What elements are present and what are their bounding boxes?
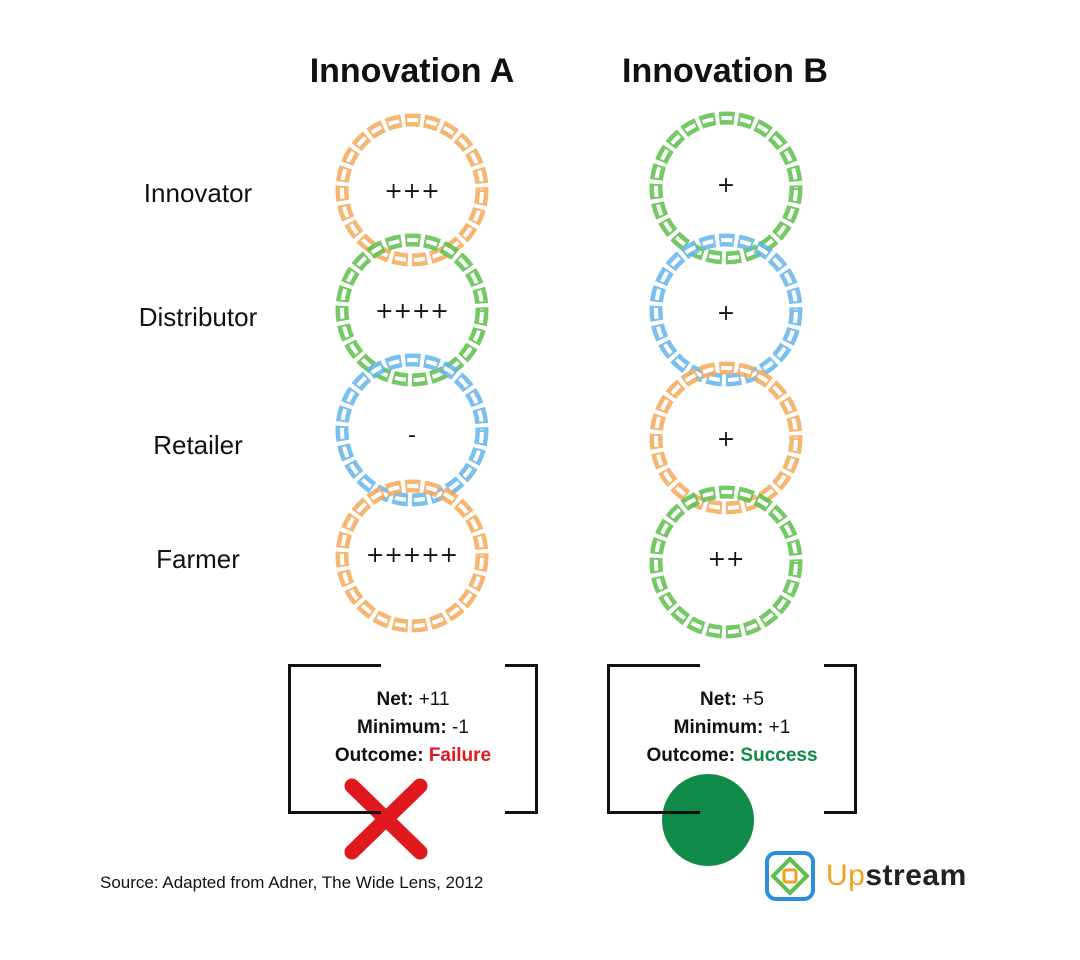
score-b-retailer: + <box>717 427 735 452</box>
net-value: +11 <box>418 689 450 710</box>
source-caption: Source: Adapted from Adner, The Wide Len… <box>100 873 484 892</box>
net-label: Net: <box>376 689 414 710</box>
bracket-left <box>607 664 700 814</box>
ring-a-innovator <box>335 113 489 267</box>
circle-icon <box>662 774 754 866</box>
bracket-right <box>824 664 857 814</box>
outcome-line: Outcome: Failure <box>288 742 538 770</box>
outcome-line: Outcome: Success <box>607 742 857 770</box>
logo-text-up: Up <box>826 859 866 892</box>
row-label-retailer: Retailer <box>153 430 243 460</box>
minimum-value: -1 <box>452 717 469 738</box>
outcome-value-success: Success <box>740 745 818 766</box>
net-value: +5 <box>742 689 764 710</box>
outcome-value-failure: Failure <box>428 745 492 766</box>
minimum-label: Minimum: <box>673 717 764 738</box>
ring-b-distributor <box>649 233 803 387</box>
score-b-distributor: + <box>717 301 735 326</box>
minimum-line: Minimum: +1 <box>607 714 857 742</box>
ring-b-retailer <box>649 361 803 515</box>
score-a-retailer: - <box>408 423 416 448</box>
row-label-innovator: Innovator <box>143 178 253 208</box>
ring-a-farmer <box>335 479 489 633</box>
ring-b-innovator <box>649 111 803 265</box>
score-a-farmer: +++++ <box>366 543 458 568</box>
row-label-farmer: Farmer <box>156 544 240 574</box>
column-title-innovation-a: Innovation A <box>309 52 515 90</box>
minimum-value: +1 <box>768 717 791 738</box>
logo-text-stream: stream <box>865 859 967 892</box>
outcome-label: Outcome: <box>334 745 424 766</box>
minimum-line: Minimum: -1 <box>288 714 538 742</box>
bracket-right <box>505 664 538 814</box>
row-label-distributor: Distributor <box>138 302 258 332</box>
ring-a-retailer <box>335 353 489 507</box>
innovation-b-chain <box>649 111 803 639</box>
upstream-logo: Upstream <box>764 850 967 902</box>
outcome-box-b: Net: +5 Minimum: +1 Outcome: Success <box>607 664 857 814</box>
cross-icon <box>344 778 428 860</box>
column-title-innovation-b: Innovation B <box>622 52 828 90</box>
bracket-left <box>288 664 381 814</box>
outcome-box-a: Net: +11 Minimum: -1 Outcome: Failure <box>288 664 538 814</box>
upstream-logo-icon <box>765 851 815 901</box>
ring-b-farmer <box>649 485 803 639</box>
net-label: Net: <box>700 689 737 710</box>
net-line: Net: +11 <box>288 686 538 714</box>
innovation-a-chain <box>335 113 489 633</box>
score-b-farmer: ++ <box>708 547 745 572</box>
ring-a-distributor <box>335 233 489 387</box>
score-a-innovator: +++ <box>384 179 439 204</box>
net-line: Net: +5 <box>607 686 857 714</box>
outcome-label: Outcome: <box>646 745 736 766</box>
score-a-distributor: ++++ <box>375 299 449 324</box>
score-b-innovator: + <box>717 173 735 198</box>
minimum-label: Minimum: <box>357 717 447 738</box>
